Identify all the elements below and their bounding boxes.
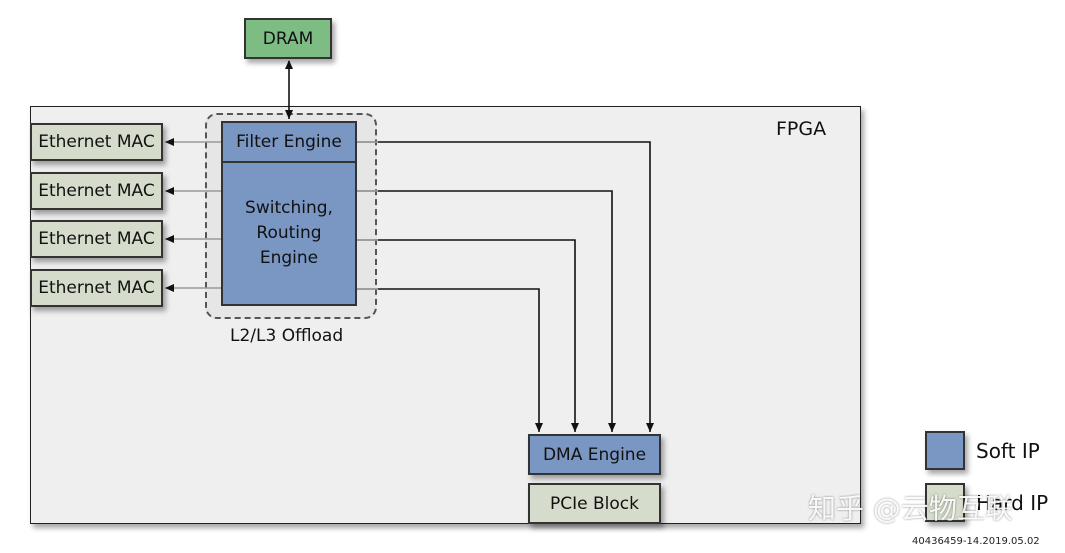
fpga-block bbox=[30, 106, 861, 524]
ethernet-mac-block: Ethernet MAC bbox=[30, 123, 163, 161]
ethernet-mac-label: Ethernet MAC bbox=[38, 229, 155, 249]
legend-hard-ip-label: Hard IP bbox=[976, 491, 1049, 515]
dram-label: DRAM bbox=[262, 28, 314, 49]
filter-engine-block: Filter Engine bbox=[221, 121, 357, 163]
fpga-label: FPGA bbox=[776, 118, 827, 140]
watermark-text: 知乎 @云物互联 bbox=[808, 492, 1013, 525]
switching-engine-line-1: Switching, bbox=[245, 198, 333, 218]
ethernet-mac-block: Ethernet MAC bbox=[30, 220, 163, 258]
dma-engine-block: DMA Engine bbox=[528, 434, 661, 475]
dma-engine-label: DMA Engine bbox=[542, 444, 647, 465]
ethernet-mac-label: Ethernet MAC bbox=[38, 278, 155, 298]
legend-soft-ip-label: Soft IP bbox=[976, 439, 1040, 463]
legend-soft-ip-swatch bbox=[925, 431, 965, 470]
filter-engine-label: Filter Engine bbox=[236, 132, 342, 152]
ethernet-mac-label: Ethernet MAC bbox=[38, 132, 155, 152]
l2l3-offload-label: L2/L3 Offload bbox=[230, 326, 344, 346]
legend-hard-ip-swatch bbox=[925, 483, 965, 522]
pcie-block: PCIe Block bbox=[528, 483, 661, 524]
switching-engine-line-2: Routing bbox=[256, 223, 322, 243]
ethernet-mac-block: Ethernet MAC bbox=[30, 172, 163, 210]
ethernet-mac-label: Ethernet MAC bbox=[38, 181, 155, 201]
dram-block: DRAM bbox=[244, 18, 332, 59]
switching-routing-engine-block: Switching, Routing Engine bbox=[221, 161, 357, 306]
ethernet-mac-block: Ethernet MAC bbox=[30, 269, 163, 307]
switching-engine-line-3: Engine bbox=[259, 248, 319, 268]
watermark-id: 40436459-14.2019.05.02 bbox=[912, 536, 1040, 547]
pcie-block-label: PCIe Block bbox=[550, 493, 639, 514]
